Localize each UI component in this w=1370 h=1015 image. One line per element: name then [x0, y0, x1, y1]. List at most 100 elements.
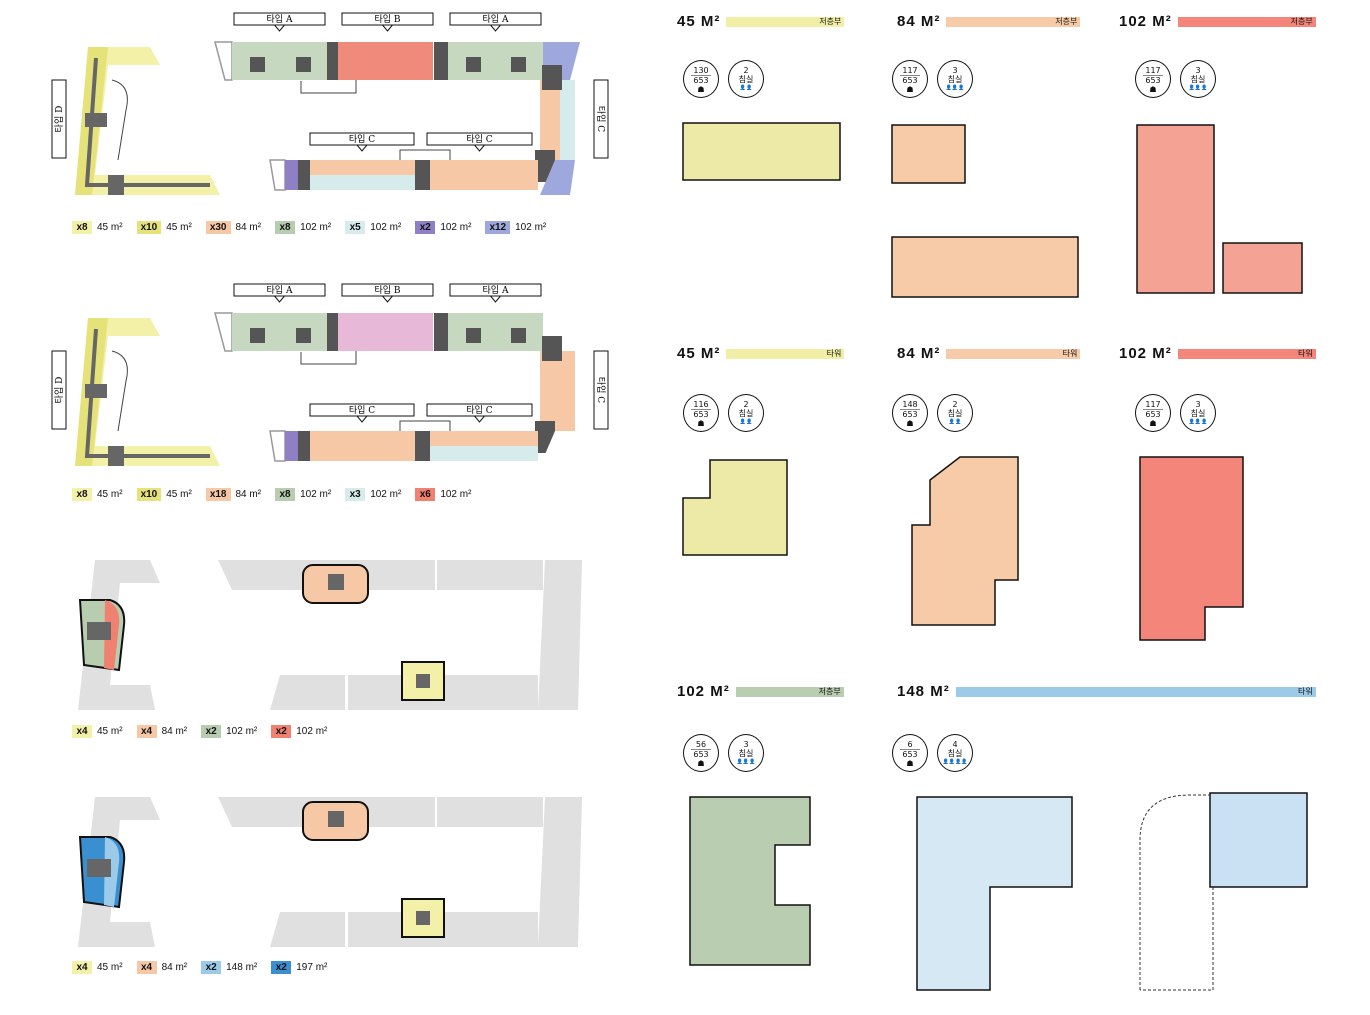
mass-block-bottom — [270, 675, 345, 710]
bedroom-count: 4 — [952, 740, 958, 749]
unit-total: 653 — [902, 750, 918, 759]
legend-count: x10 — [136, 221, 162, 234]
core — [466, 57, 481, 72]
legend-count: x10 — [136, 488, 162, 501]
house-icon: ☗ — [697, 759, 705, 768]
unit-title: 45 M² — [677, 345, 721, 362]
unit-count: 56 — [691, 740, 711, 750]
legend-area: 84 m² — [235, 222, 262, 233]
unit-bottom — [430, 446, 538, 461]
bedroom-count: 3 — [1195, 400, 1201, 409]
unit-count: 130 — [691, 66, 711, 76]
entry — [269, 430, 286, 462]
bedroom-count: 2 — [743, 400, 749, 409]
core — [328, 811, 344, 827]
mass-block-top — [437, 797, 543, 827]
unit-bottom — [430, 175, 538, 190]
mass-block-left — [78, 797, 160, 947]
pointer-arrow — [381, 295, 394, 303]
unit-count: 6 — [900, 740, 920, 750]
core — [250, 57, 265, 72]
pointer-arrow — [473, 415, 486, 423]
type-label: 타입 B — [374, 13, 400, 25]
core — [296, 57, 311, 72]
type-label: 타입 C — [349, 404, 375, 416]
unit-total: 653 — [693, 410, 709, 419]
unit-title: 102 M² — [1119, 345, 1172, 362]
core — [542, 65, 562, 90]
core — [511, 328, 526, 343]
legend-area: 45 m² — [97, 726, 123, 737]
legend-count: x30 — [205, 221, 231, 234]
bedroom-label: 침실 — [1190, 409, 1206, 418]
legend-count: x4 — [72, 725, 92, 738]
legend-count: x8 — [275, 488, 296, 501]
unit-102-green — [448, 42, 543, 80]
legend-area: 84 m² — [235, 489, 262, 500]
tower-pod-left-half — [104, 837, 120, 907]
floorplan-102-low-lower — [1222, 242, 1303, 294]
legend-count: x4 — [72, 961, 92, 974]
pointer-arrow — [273, 295, 286, 303]
unit-right — [560, 80, 575, 160]
unit-middle — [337, 313, 433, 351]
pointer-arrow — [489, 295, 502, 303]
type-label-box — [51, 350, 67, 430]
mass-block-top — [437, 560, 543, 590]
legend-area: 102 m² — [370, 489, 402, 500]
people-icon: 👤👤 — [948, 419, 962, 425]
type-label: 타입 D — [53, 377, 65, 404]
unit-count: 116 — [691, 400, 711, 410]
people-icon: 👤👤 — [739, 85, 753, 91]
legend-count: x2 — [201, 725, 222, 738]
floorplan-84-tower — [911, 456, 1019, 626]
type-label: 타입 A — [267, 284, 293, 296]
unit-102-green — [448, 313, 543, 351]
legend-area: 102 m² — [440, 489, 472, 500]
legend-item: x4 45 m² — [72, 725, 123, 738]
core — [85, 113, 107, 127]
legend-count: x5 — [345, 221, 366, 234]
mass-block-bottom — [270, 912, 345, 947]
people-icon: 👤👤👤 — [1188, 85, 1208, 91]
legend-area: 45 m² — [97, 489, 123, 500]
pointer-arrow — [355, 144, 369, 152]
core — [85, 384, 107, 398]
people-icon: 👤👤👤 — [945, 85, 965, 91]
unit-tag: 타워 — [1177, 348, 1316, 359]
legend-count: x4 — [136, 725, 157, 738]
unit-total: 653 — [693, 750, 709, 759]
legend-area: 102 m² — [515, 222, 547, 233]
floorplan-102-low-b — [689, 796, 811, 966]
unit-title: 148 M² — [897, 683, 950, 700]
core — [298, 431, 310, 461]
house-icon: ☗ — [906, 85, 914, 94]
pointer-arrow — [473, 144, 486, 152]
legend-area: 102 m² — [300, 222, 332, 233]
legend-area: 102 m² — [226, 726, 258, 737]
legend-count: x8 — [275, 221, 296, 234]
bedroom-label: 침실 — [947, 749, 963, 758]
mass-block-left — [78, 560, 160, 710]
type-label: 타입 C — [595, 377, 607, 403]
corner-unit — [540, 431, 575, 466]
house-icon: ☗ — [697, 419, 705, 428]
